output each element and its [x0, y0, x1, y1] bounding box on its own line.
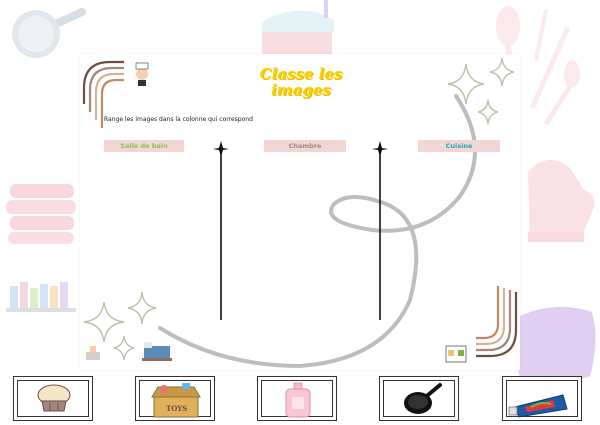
chef-mascot-icon: [135, 62, 149, 86]
toy-chest-icon: [151, 383, 201, 418]
bookshelf-icon: [6, 282, 76, 312]
column-divider-left: [213, 141, 229, 320]
card-frame: [17, 380, 89, 417]
column-label: Cuisine: [445, 142, 473, 150]
bathtub-icon: [262, 0, 334, 54]
perfume-bottle-icon: [285, 382, 311, 418]
chef-hat-icon: [37, 384, 71, 412]
rainbow-arc-top-left: [82, 60, 124, 128]
page-title: Classe les images: [259, 65, 343, 99]
bed-icon: [142, 342, 172, 361]
pillow-icon: [516, 306, 596, 384]
sparkle-icon-bottom-left: [83, 291, 157, 361]
card-frame: [506, 380, 578, 417]
frying-pan-icon: [404, 383, 442, 414]
towel-stack-icon: [6, 184, 76, 244]
column-divider-right: [372, 141, 388, 320]
toy-chest-label: TOYS: [166, 404, 188, 413]
image-card-toothpaste[interactable]: [502, 376, 582, 421]
image-card-toy-chest[interactable]: TOYS: [135, 376, 215, 421]
instruction-text: Range les images dans la colonne qui cor…: [104, 116, 253, 123]
column-header-chambre: Chambre: [264, 140, 346, 152]
decorative-swirl: [158, 94, 478, 369]
column-header-salle-de-bain: Salle de bain: [104, 140, 184, 152]
rainbow-arc-bottom-right: [476, 286, 518, 358]
sink-icon: [86, 346, 100, 360]
image-card-chef-hat[interactable]: [13, 376, 93, 421]
toothpaste-icon: [508, 394, 568, 418]
column-label: Salle de bain: [120, 142, 168, 150]
image-card-perfume[interactable]: [257, 376, 337, 421]
card-frame: [383, 380, 455, 417]
column-header-cuisine: Cuisine: [418, 140, 500, 152]
column-label: Chambre: [288, 142, 322, 150]
kitchen-counter-icon: [445, 345, 467, 363]
shower-head-icon: [12, 8, 86, 58]
image-card-frying-pan[interactable]: [379, 376, 459, 421]
oven-mitt-icon: [528, 159, 595, 242]
sparkle-icon-top-right: [447, 57, 515, 125]
